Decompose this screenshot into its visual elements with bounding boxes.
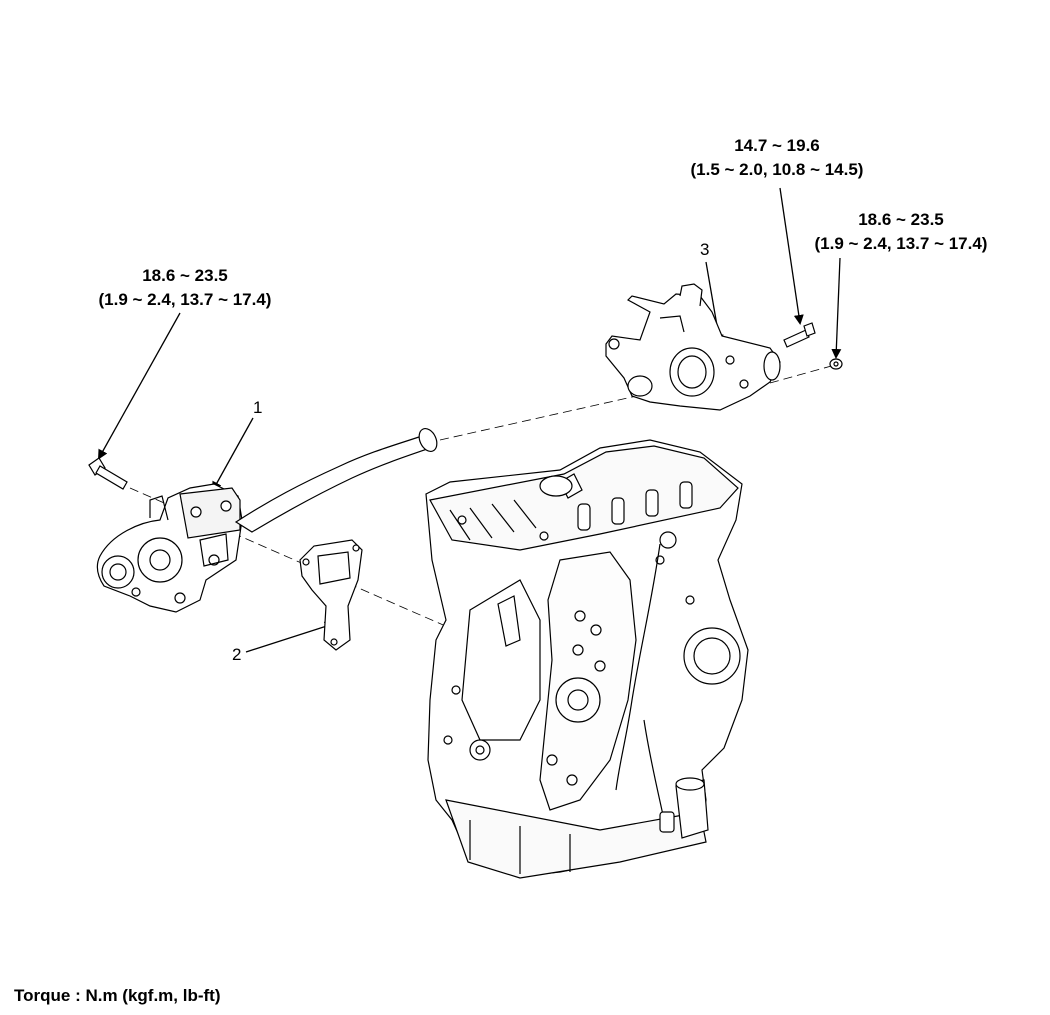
callout-2: 2 [232, 645, 242, 664]
torque-label-top: 14.7 ~ 19.6 (1.5 ~ 2.0, 10.8 ~ 14.5) [672, 134, 882, 182]
torque-right-alt: (1.9 ~ 2.4, 13.7 ~ 17.4) [814, 234, 988, 253]
torque-left-value: 18.6 ~ 23.5 [142, 266, 228, 285]
torque-right-value: 18.6 ~ 23.5 [858, 210, 944, 229]
leader-top-bolt [779, 187, 804, 325]
torque-label-left: 18.6 ~ 23.5 (1.9 ~ 2.4, 13.7 ~ 17.4) [82, 264, 288, 312]
callout-3: 3 [700, 240, 710, 259]
torque-left-alt: (1.9 ~ 2.4, 13.7 ~ 17.4) [98, 290, 272, 309]
torque-top-alt: (1.5 ~ 2.0, 10.8 ~ 14.5) [690, 160, 864, 179]
bolt-top [783, 322, 816, 348]
bolt-left [88, 457, 128, 490]
water-pipe [234, 428, 438, 533]
torque-units-note: Torque : N.m (kgf.m, lb-ft) [14, 986, 221, 1005]
leader-part-1 [212, 417, 254, 492]
water-pump [96, 483, 243, 613]
nut-right [829, 358, 843, 370]
engine-block [425, 439, 749, 879]
gasket [299, 539, 363, 651]
leader-part-2 [245, 621, 335, 653]
torque-label-right: 18.6 ~ 23.5 (1.9 ~ 2.4, 13.7 ~ 17.4) [800, 208, 1002, 256]
leader-left-bolt [98, 312, 181, 460]
thermostat-housing [605, 283, 781, 411]
callout-1: 1 [253, 398, 263, 417]
leader-right-nut [831, 257, 842, 359]
torque-top-value: 14.7 ~ 19.6 [734, 136, 820, 155]
